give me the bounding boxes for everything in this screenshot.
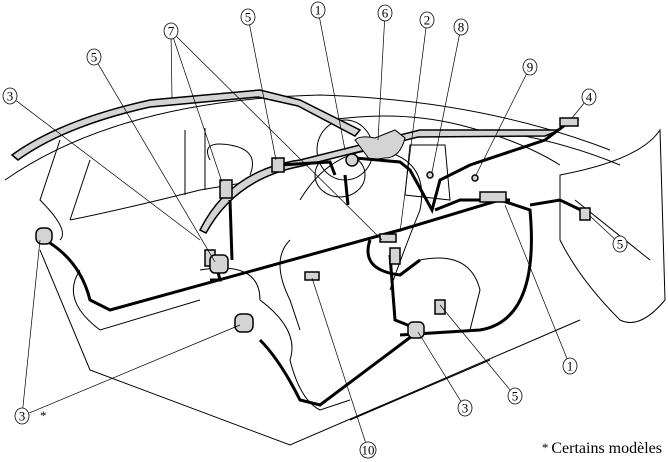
footnote-text: Certains modèles — [551, 440, 662, 457]
callout-c7: 7 — [163, 22, 179, 40]
leader-line — [399, 27, 427, 233]
leader-line — [16, 100, 201, 241]
side-airbag-sensor-front — [271, 157, 285, 173]
callout-number: 5 — [617, 237, 624, 252]
wiring-harness — [44, 123, 586, 407]
callout-circle — [86, 48, 102, 66]
asterisk-mark: * — [40, 408, 47, 423]
callout-number: 1 — [315, 3, 322, 18]
callout-c1b: 1 — [562, 357, 578, 375]
callout-c10: 10 — [359, 441, 377, 459]
callout-circle — [419, 11, 435, 29]
callout-number: 2 — [424, 13, 431, 28]
leader-line — [249, 24, 277, 161]
callout-c5d: 5 — [507, 387, 523, 405]
front-crash-sensor — [559, 117, 579, 127]
indicator-9 — [471, 174, 479, 182]
callout-number: 1 — [567, 359, 574, 374]
leader-line — [417, 331, 462, 402]
leader-line — [176, 36, 383, 241]
callout-number: 5 — [91, 50, 98, 65]
leader-line — [319, 17, 346, 151]
leader-line — [431, 34, 460, 173]
rear-belt-pretensioner-right — [234, 313, 254, 333]
side-airbag-sensor-rear — [219, 179, 233, 199]
callout-number: 3 — [462, 401, 469, 416]
callout-number: 6 — [382, 6, 389, 21]
callout-circle — [359, 441, 377, 459]
center-sensor — [379, 233, 397, 243]
callout-circle — [453, 18, 469, 36]
seat-sensor — [389, 247, 401, 265]
callout-circle — [2, 87, 18, 105]
callout-circle — [522, 58, 538, 76]
callout-c5c: 5 — [612, 235, 628, 253]
callout-circle — [240, 8, 256, 26]
callout-number: 8 — [458, 20, 465, 35]
leader-line — [504, 204, 568, 359]
belt-pretensioner-rear — [209, 254, 229, 274]
callout-circle — [581, 88, 597, 106]
sensors-and-modules — [35, 117, 591, 339]
indicator-8 — [426, 171, 434, 179]
callout-circle — [612, 235, 628, 253]
callout-c3b: 3 — [14, 407, 30, 425]
callout-c9: 9 — [522, 58, 538, 76]
footnote: *Certains modèles — [542, 440, 662, 458]
driver-airbag-module — [345, 153, 359, 167]
callout-c4: 4 — [581, 88, 597, 106]
leader-line — [173, 38, 223, 183]
leader-line — [22, 239, 41, 409]
rear-belt-pretensioner-left — [35, 227, 53, 245]
leader-line — [571, 102, 585, 119]
callout-number: 4 — [586, 90, 593, 105]
callout-c5b: 5 — [240, 8, 256, 26]
callout-labels: 1 1 2 3 3 3 4 5 5 5 5 6 7 8 9 10 — [2, 1, 628, 459]
control-module — [479, 191, 507, 203]
callout-number: 3 — [7, 89, 14, 104]
leader-line — [97, 63, 216, 263]
seat-belt-sensor — [434, 299, 446, 315]
callout-number: 9 — [527, 60, 534, 75]
car-body-outline — [4, 94, 666, 446]
callout-number: 10 — [362, 443, 375, 458]
leader-line — [589, 215, 615, 239]
callout-circle — [507, 387, 523, 405]
callout-circle — [310, 1, 326, 19]
door-sensor — [579, 207, 591, 221]
callout-c6: 6 — [377, 4, 393, 22]
callout-number: 7 — [168, 24, 175, 39]
leader-line — [377, 20, 385, 141]
belt-pretensioner-front — [407, 321, 425, 339]
callout-number: 5 — [245, 10, 252, 25]
callout-number: 5 — [512, 389, 519, 404]
instrument-cluster — [354, 129, 406, 161]
leader-line — [439, 304, 511, 391]
callout-c5a: 5 — [86, 48, 102, 66]
leader-lines — [16, 17, 615, 443]
callout-c8: 8 — [453, 18, 469, 36]
leader-line — [311, 277, 366, 443]
callout-c3c: 3 — [457, 399, 473, 417]
callout-c2: 2 — [419, 11, 435, 29]
callout-c1a: 1 — [310, 1, 326, 19]
callout-circle — [562, 357, 578, 375]
occupant-sensor — [304, 271, 320, 281]
leader-line — [475, 73, 527, 176]
leader-line — [170, 38, 173, 99]
footnote-mark: * — [541, 440, 549, 455]
callout-number: 3 — [19, 409, 26, 424]
callout-circle — [457, 399, 473, 417]
callout-circle — [163, 22, 179, 40]
callout-circle — [377, 4, 393, 22]
callout-c3a: 3 — [2, 87, 18, 105]
callout-circle — [14, 407, 30, 425]
leader-line — [29, 324, 241, 414]
